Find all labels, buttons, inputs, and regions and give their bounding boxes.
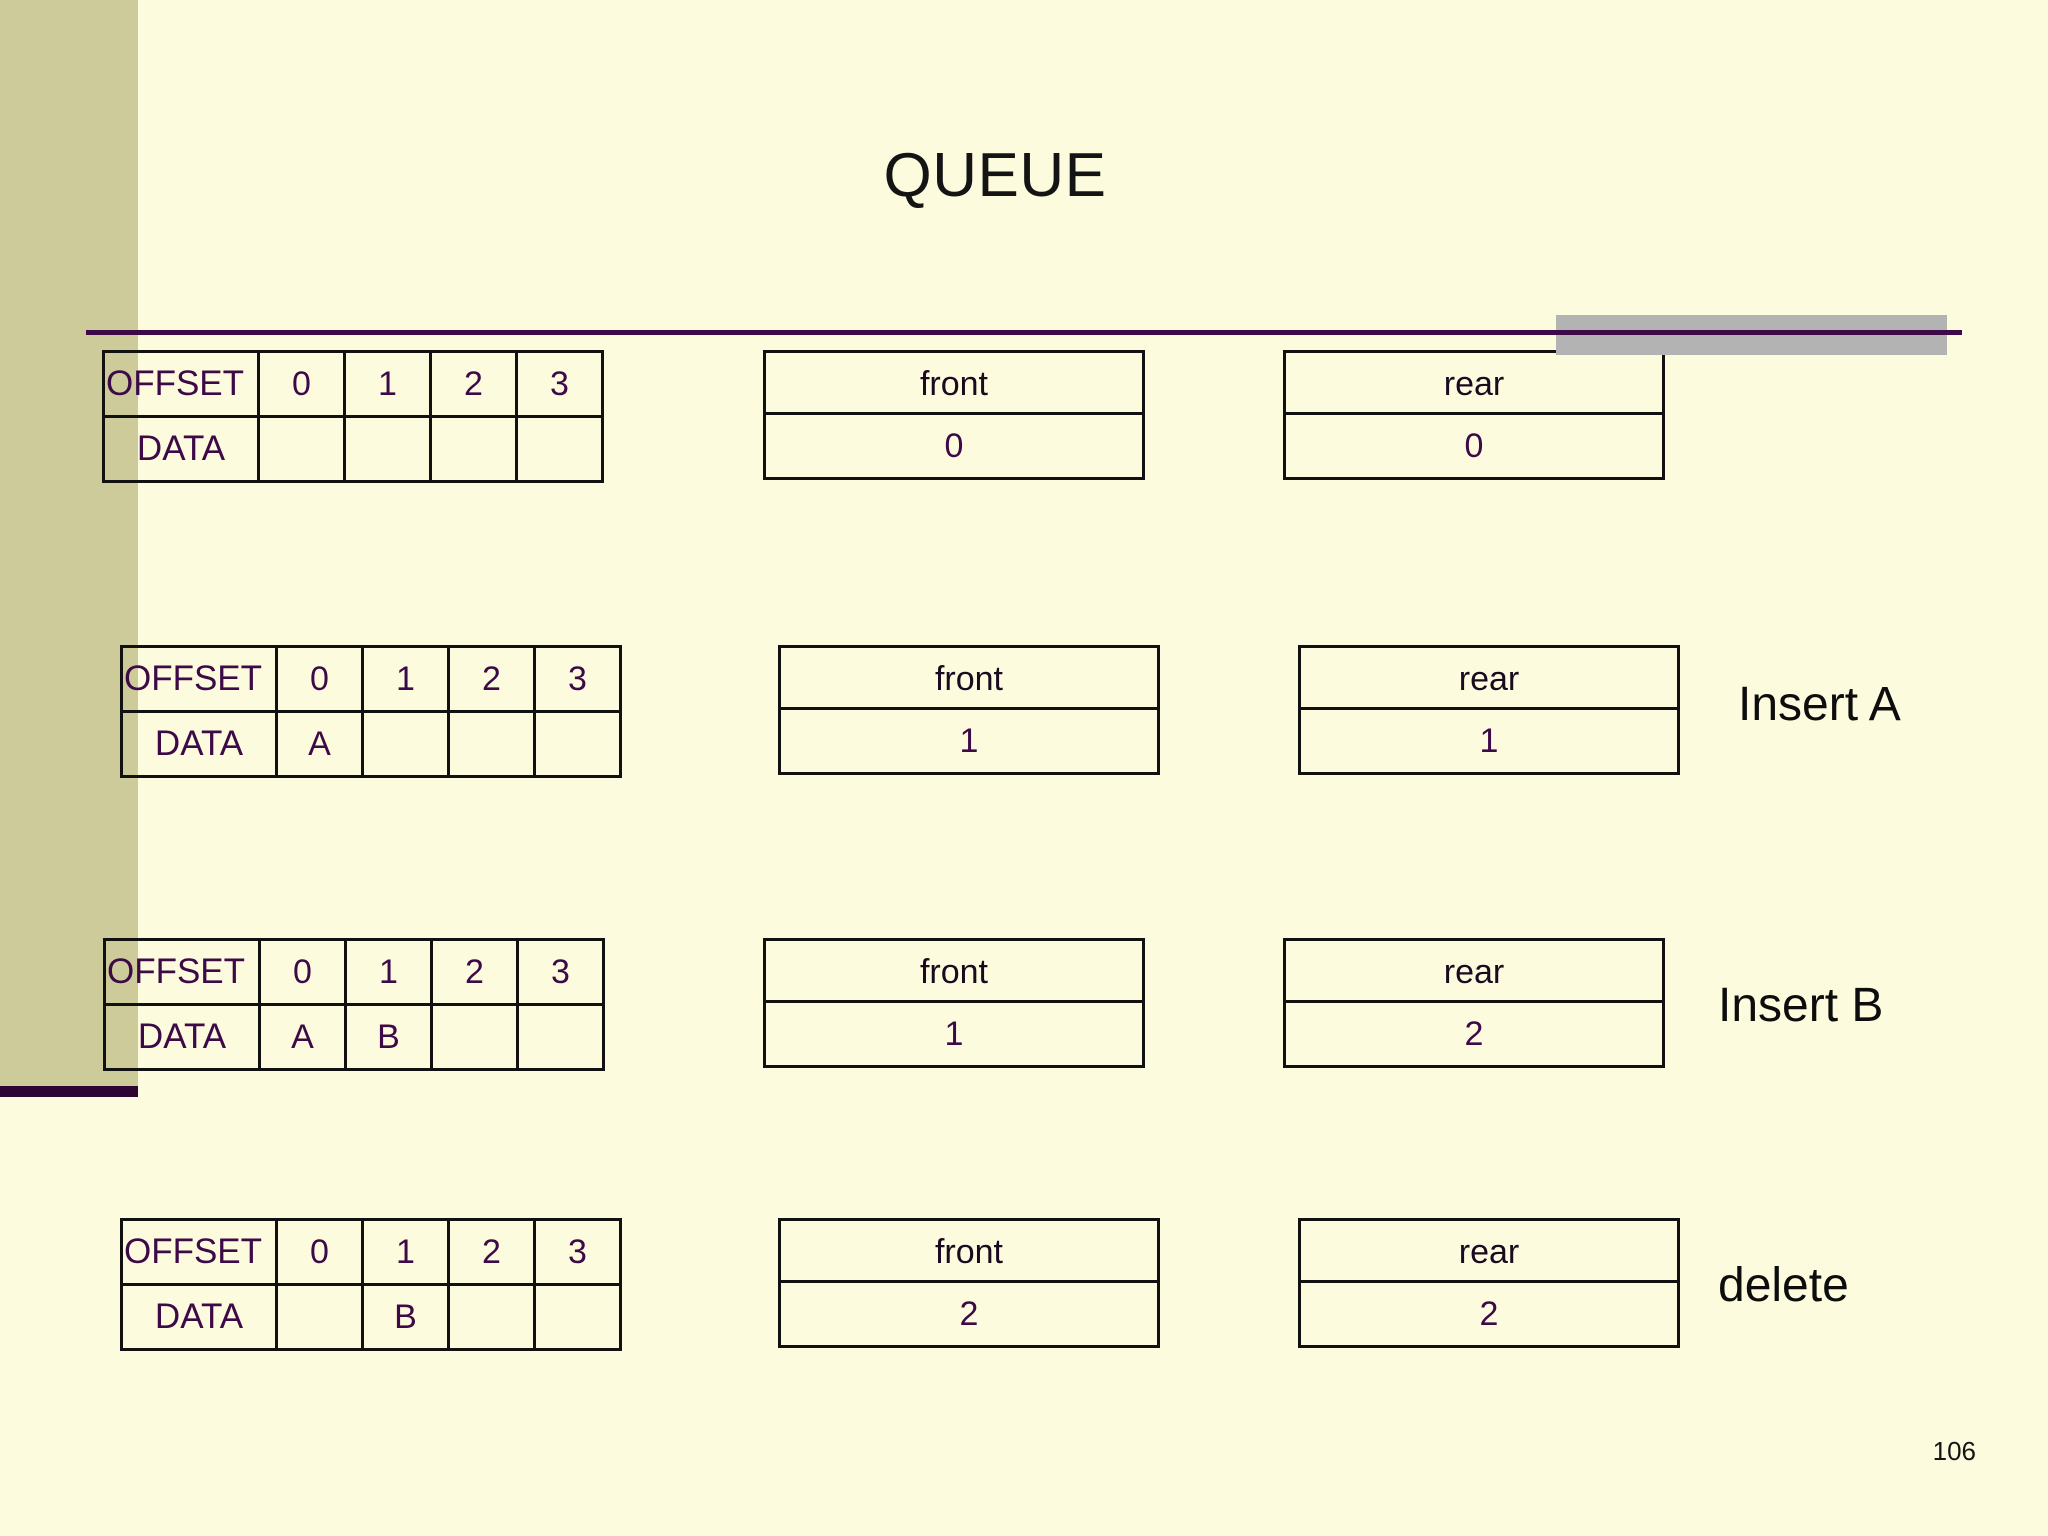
rear-label: rear: [1301, 1221, 1677, 1283]
step-row-4: OFFSET 0 1 2 3 DATA B front 2 rear 2 del…: [0, 1218, 2048, 1358]
data-label-cell: DATA: [103, 1003, 261, 1071]
data-cell-3: [515, 415, 604, 483]
offset-label-text: OFFSET: [106, 952, 246, 991]
rear-value: 0: [1464, 427, 1484, 465]
data-cell-2: [447, 710, 536, 778]
data-cell-1: [343, 415, 432, 483]
queue-array-table-4: OFFSET 0 1 2 3 DATA B: [120, 1218, 622, 1351]
offset-cell-0: 0: [275, 645, 364, 713]
offset-cell-1: 1: [344, 938, 433, 1006]
rear-box-1: rear 0: [1283, 350, 1665, 480]
queue-array-table-3: OFFSET 0 1 2 3 DATA A B: [103, 938, 605, 1071]
rear-label: rear: [1286, 353, 1662, 415]
data-cell-0: [275, 1283, 364, 1351]
table-row-offset: OFFSET 0 1 2 3: [102, 350, 604, 418]
offset-cell-3: 3: [533, 1218, 622, 1286]
front-label: front: [766, 353, 1142, 415]
page-number: 106: [1932, 1436, 1976, 1466]
front-label: front: [766, 941, 1142, 1003]
data-cell-0: A: [275, 710, 364, 778]
step-row-2: OFFSET 0 1 2 3 DATA A front 1 rear 1 Ins…: [0, 645, 2048, 785]
offset-cell-3: 3: [533, 645, 622, 713]
data-cell-0: [257, 415, 346, 483]
front-box-2: front 1: [778, 645, 1160, 775]
front-value: 0: [944, 427, 964, 465]
offset-cell-3: 3: [515, 350, 604, 418]
offset-cell-0: 0: [258, 938, 347, 1006]
table-row-data: DATA A B: [103, 1003, 605, 1071]
data-cell-2: [430, 1003, 519, 1071]
rear-label: rear: [1301, 648, 1677, 710]
sidebar-foot-bar: [0, 1086, 138, 1097]
front-box-3: front 1: [763, 938, 1145, 1068]
data-cell-2: [429, 415, 518, 483]
front-value: 2: [959, 1295, 979, 1333]
offset-label-text: OFFSET: [123, 1232, 263, 1271]
rear-value: 2: [1479, 1295, 1499, 1333]
front-value: 1: [944, 1015, 964, 1053]
offset-cell-2: 2: [447, 645, 536, 713]
table-row-data: DATA: [102, 415, 604, 483]
rear-label: rear: [1286, 941, 1662, 1003]
offset-cell-1: 1: [361, 645, 450, 713]
step-row-3: OFFSET 0 1 2 3 DATA A B front 1 rear 2 I…: [0, 938, 2048, 1078]
data-cell-2: [447, 1283, 536, 1351]
table-row-offset: OFFSET 0 1 2 3: [120, 1218, 622, 1286]
data-cell-0: A: [258, 1003, 347, 1071]
offset-cell-2: 2: [430, 938, 519, 1006]
data-cell-3: [533, 1283, 622, 1351]
front-box-1: front 0: [763, 350, 1145, 480]
rear-box-2: rear 1: [1298, 645, 1680, 775]
offset-cell-0: 0: [257, 350, 346, 418]
front-label: front: [781, 1221, 1157, 1283]
table-row-data: DATA A: [120, 710, 622, 778]
offset-cell-2: 2: [429, 350, 518, 418]
step-row-1: OFFSET 0 1 2 3 DATA front 0 rear 0: [0, 350, 2048, 490]
data-label-cell: DATA: [102, 415, 260, 483]
offset-cell-3: 3: [516, 938, 605, 1006]
offset-cell-0: 0: [275, 1218, 364, 1286]
operation-caption-3: Insert B: [1718, 979, 1884, 1032]
gray-accent-bar-overlay: [1556, 336, 1947, 355]
data-label-cell: DATA: [120, 710, 278, 778]
offset-label-text: OFFSET: [123, 659, 263, 698]
queue-array-table-1: OFFSET 0 1 2 3 DATA: [102, 350, 604, 483]
data-cell-1: [361, 710, 450, 778]
rear-box-4: rear 2: [1298, 1218, 1680, 1348]
offset-label-cell: OFFSET: [120, 1218, 278, 1286]
header-rule: [86, 330, 1962, 335]
offset-cell-1: 1: [343, 350, 432, 418]
table-row-data: DATA B: [120, 1283, 622, 1351]
rear-value: 1: [1479, 722, 1499, 760]
rear-value: 2: [1464, 1015, 1484, 1053]
left-sidebar-band: [0, 0, 138, 1086]
operation-caption-4: delete: [1718, 1259, 1849, 1312]
rear-box-3: rear 2: [1283, 938, 1665, 1068]
table-row-offset: OFFSET 0 1 2 3: [103, 938, 605, 1006]
data-cell-1: B: [344, 1003, 433, 1071]
queue-array-table-2: OFFSET 0 1 2 3 DATA A: [120, 645, 622, 778]
offset-label-cell: OFFSET: [103, 938, 261, 1006]
data-cell-3: [533, 710, 622, 778]
offset-label-text: OFFSET: [105, 364, 245, 403]
table-row-offset: OFFSET 0 1 2 3: [120, 645, 622, 713]
offset-label-cell: OFFSET: [120, 645, 278, 713]
data-cell-1: B: [361, 1283, 450, 1351]
data-label-cell: DATA: [120, 1283, 278, 1351]
offset-label-cell: OFFSET: [102, 350, 260, 418]
offset-cell-1: 1: [361, 1218, 450, 1286]
offset-cell-2: 2: [447, 1218, 536, 1286]
operation-caption-2: Insert A: [1738, 678, 1901, 731]
front-label: front: [781, 648, 1157, 710]
front-box-4: front 2: [778, 1218, 1160, 1348]
front-value: 1: [959, 722, 979, 760]
data-cell-3: [516, 1003, 605, 1071]
page-title: QUEUE: [883, 141, 1107, 210]
